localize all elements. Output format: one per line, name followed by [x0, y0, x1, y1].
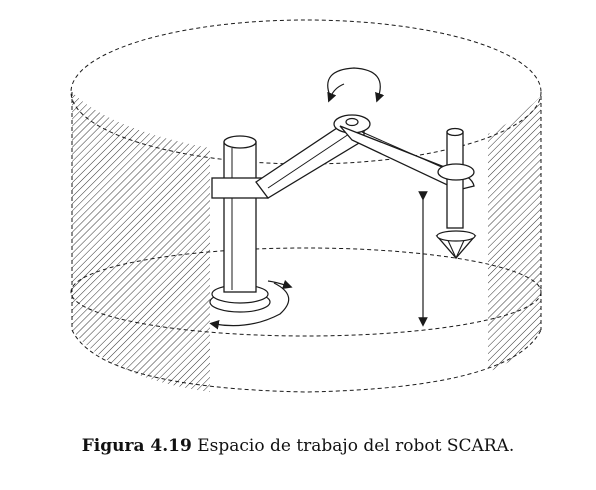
- base-rotation-arc-back: [267, 279, 293, 290]
- cylinder-top-ellipse: [70, 19, 542, 165]
- robot-wrist-collar: [437, 163, 475, 181]
- robot-column-top: [223, 135, 257, 149]
- elbow-rotation-arc-arrow: [327, 67, 385, 103]
- robot-column: [223, 141, 257, 293]
- robot-end-effector-top: [436, 230, 476, 242]
- cylinder-left-hatched-wall: [72, 92, 210, 392]
- base-rotation-arc-arrow: [209, 282, 290, 330]
- figure-caption-text: Espacio de trabajo del robot SCARA.: [197, 436, 515, 456]
- elbow-rotation-arc-start: [327, 83, 345, 103]
- robot-wrist-shaft-top: [446, 127, 464, 137]
- figure-caption: Figura 4.19 Espacio de trabajo del robot…: [0, 436, 596, 456]
- scara-workspace-diagram: [70, 19, 542, 393]
- cylinder-floor-ellipse: [70, 247, 542, 337]
- robot-link-1-edge: [267, 131, 353, 189]
- robot-elbow-pin: [345, 117, 359, 127]
- figure-caption-label: Figura 4.19: [81, 436, 192, 456]
- cylinder-right-hatched-wall: [488, 96, 541, 372]
- robot-end-effector-facets: [445, 235, 467, 260]
